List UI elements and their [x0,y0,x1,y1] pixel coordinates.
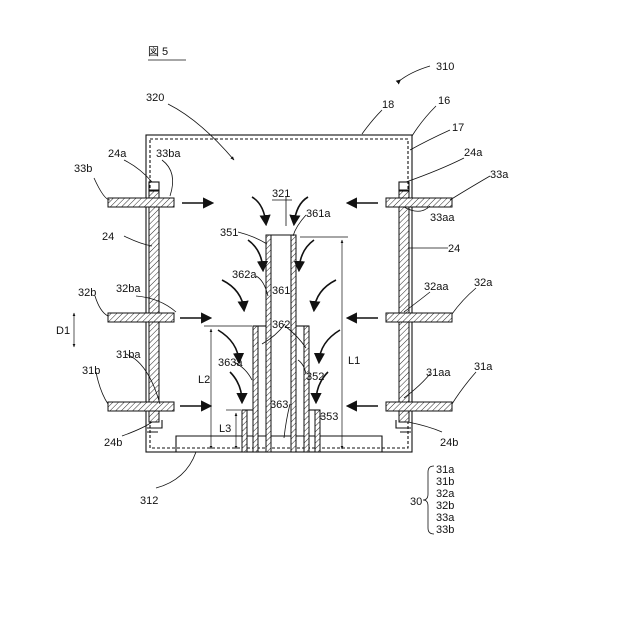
label-312: 312 [140,495,158,507]
label-L3: L3 [219,423,231,435]
label-D1: D1 [56,325,70,337]
label-17: 17 [452,122,464,134]
nozzle-32a [386,313,452,322]
figure-title: 図 5 [148,45,168,58]
label-351: 351 [220,227,238,239]
label-24b-right: 24b [440,437,458,449]
label-30: 30 [410,496,422,508]
brace-icon [423,466,434,534]
label-24a-right: 24a [464,147,483,159]
label-31ba: 31ba [116,349,141,361]
label-362a: 362a [232,269,257,281]
label-33b: 33b [74,163,92,175]
label-32a: 32a [474,277,493,289]
label-31aa: 31aa [426,367,451,379]
label-33a: 33a [490,169,509,181]
label-353: 353 [320,411,338,423]
label-L2: L2 [198,374,210,386]
label-32ba: 32ba [116,283,141,295]
label-352: 352 [306,371,324,383]
label-321: 321 [272,188,290,200]
label-24b-left: 24b [104,437,122,449]
side-column-24-right [399,190,409,422]
label-24a-left: 24a [108,148,127,160]
nozzle-31a [386,402,452,411]
nozzle-32b [108,313,174,322]
label-24-right: 24 [448,243,460,255]
label-24-left: 24 [102,231,114,243]
label-361: 361 [272,285,290,297]
label-310: 310 [436,61,454,73]
base-312 [176,436,382,452]
group-item: 33a [436,512,455,524]
label-33aa: 33aa [430,212,455,224]
group-item: 32a [436,488,455,500]
group-item: 33b [436,524,454,536]
label-31b: 31b [82,365,100,377]
label-32b: 32b [78,287,96,299]
nozzle-33a [386,198,452,207]
group-item: 31b [436,476,454,488]
label-361a: 361a [306,208,331,220]
label-363: 363 [270,399,288,411]
label-18: 18 [382,99,394,111]
nozzle-31b [108,402,174,411]
label-16: 16 [438,95,450,107]
tube-351 [266,235,296,452]
label-L1: L1 [348,355,360,367]
group-item: 31a [436,464,455,476]
label-320: 320 [146,92,164,104]
label-33ba: 33ba [156,148,181,160]
label-363a: 363a [218,357,243,369]
label-32aa: 32aa [424,281,449,293]
group-item: 32b [436,500,454,512]
tube-352 [253,326,309,452]
label-31a: 31a [474,361,493,373]
label-362: 362 [272,319,290,331]
nozzle-33b [108,198,174,207]
